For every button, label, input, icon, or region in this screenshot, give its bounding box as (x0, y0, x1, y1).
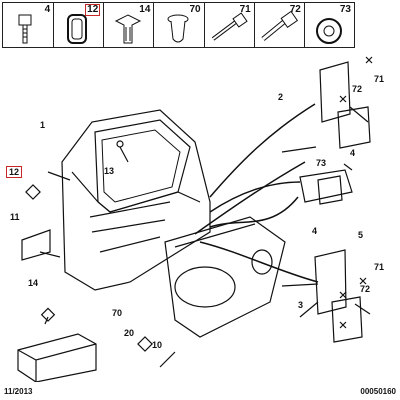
date-label: 11/2013 (4, 387, 33, 396)
part-cell-14[interactable]: 14 (103, 3, 153, 47)
callout-4b: 4 (312, 226, 318, 236)
callout-12: 12 (6, 166, 23, 178)
screw-icon (211, 12, 248, 41)
callout-13: 13 (104, 166, 115, 176)
parts-strip: 4 12 14 70 71 72 (2, 2, 355, 48)
callout-72b: 72 (360, 284, 371, 294)
part-cell-72[interactable]: 72 (253, 3, 304, 47)
callout-5: 5 (358, 230, 364, 240)
part-number: 14 (139, 4, 151, 15)
clip-icon (115, 14, 142, 44)
grommet-icon (67, 14, 88, 44)
callout-71a: 71 (374, 74, 385, 84)
part-cell-4[interactable]: 4 (3, 3, 53, 47)
callout-73: 73 (316, 158, 327, 168)
part-number: 71 (239, 4, 251, 15)
part-number: 4 (44, 4, 51, 15)
callout-71b: 71 (374, 262, 385, 272)
part-number: 72 (289, 4, 301, 15)
part-cell-71[interactable]: 71 (203, 3, 254, 47)
callout-14: 14 (28, 278, 39, 288)
callout-3: 3 (298, 300, 304, 310)
callout-10: 10 (152, 340, 163, 350)
washer-icon (315, 18, 342, 44)
part-cell-12[interactable]: 12 (53, 3, 103, 47)
part-number: 73 (339, 4, 351, 15)
callout-72a: 72 (352, 84, 363, 94)
door-linework (17, 56, 373, 383)
part-number: 12 (85, 4, 101, 16)
callout-20: 20 (124, 328, 135, 338)
plug-icon (167, 14, 189, 43)
drawing-code: 00050160 (360, 387, 396, 396)
part-number: 70 (189, 4, 201, 15)
callout-2: 2 (278, 92, 284, 102)
callout-11: 11 (10, 212, 20, 222)
callout-70: 70 (112, 308, 123, 318)
screw-icon (18, 14, 32, 44)
part-cell-73[interactable]: 73 (303, 3, 354, 47)
door-exploded-diagram: 1 2 3 4 4 5 10 11 12 13 14 20 70 71 71 7… (0, 52, 400, 383)
screw-icon (261, 10, 298, 41)
callout-1: 1 (40, 120, 46, 130)
callout-4a: 4 (350, 148, 356, 158)
part-cell-70[interactable]: 70 (153, 3, 203, 47)
